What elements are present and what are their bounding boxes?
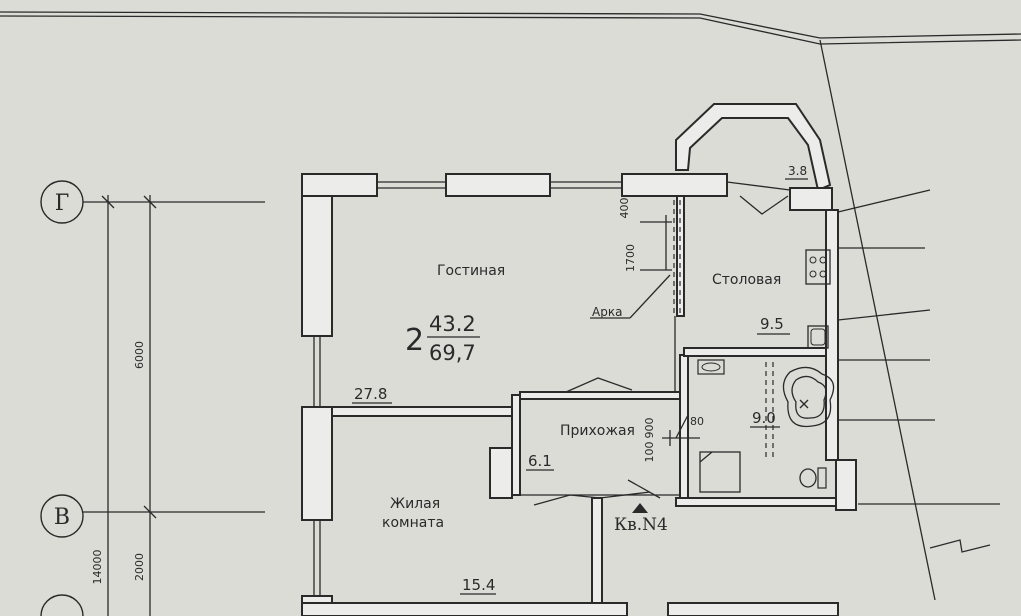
apartment-living-area: 43.2 — [429, 312, 476, 336]
wall-bottom — [301, 602, 628, 616]
room-living-area: 27.8 — [354, 385, 387, 403]
entrance-arrow-icon — [632, 503, 648, 513]
kitchen-sink-icon — [807, 325, 829, 349]
neighbour-outline — [837, 189, 1000, 553]
apartment-summary: 2 43.2 69,7 — [405, 312, 480, 365]
doors — [533, 195, 789, 506]
room-bedroom-area: 15.4 — [462, 576, 495, 594]
dimension-400: 400 — [618, 198, 631, 219]
room-dining: Столовая 9.5 — [712, 272, 790, 335]
wall-hall-niche — [489, 447, 513, 499]
axis-v: В — [40, 494, 265, 538]
dimension-900: 900 — [643, 418, 656, 439]
wall-left-upper — [301, 173, 333, 337]
apartment-title: Кв.N4 — [614, 515, 668, 535]
room-bedroom: Жилая комната 15.4 — [382, 496, 496, 595]
wall-top-1 — [301, 173, 378, 197]
bathroom-fixtures — [697, 359, 835, 493]
dimension-1700: 1700 — [624, 244, 637, 272]
wall-top-3 — [621, 173, 728, 197]
axis-g-label: Г — [55, 191, 70, 216]
room-dining-name: Столовая — [712, 272, 781, 288]
wall-top-2 — [445, 173, 551, 197]
wall-left-middle — [301, 406, 333, 521]
wall-hall-left — [511, 394, 521, 496]
wall-dining-bath — [683, 347, 827, 357]
dimension-80: 80 — [690, 415, 704, 428]
dimension-2000: 2000 — [133, 553, 146, 581]
wall-top-4 — [789, 187, 833, 211]
wall-living-hall — [519, 391, 681, 400]
bathtub-icon — [782, 366, 835, 428]
axis-v-bubble — [40, 494, 84, 538]
wall-right-upper — [825, 209, 839, 461]
room-bedroom-name-1: Жилая — [390, 496, 440, 512]
axis-bubble-partial — [40, 594, 84, 616]
interior-walls — [331, 195, 837, 604]
toilet-icon — [799, 468, 817, 488]
external-walls — [301, 173, 857, 616]
wall-right-lower — [835, 459, 857, 511]
room-bathroom-area: 9.0 — [752, 409, 776, 427]
room-living: Гостиная 27.8 — [352, 263, 505, 404]
apartment-total-area: 69,7 — [429, 341, 476, 365]
room-hall: Прихожая 6.1 — [526, 423, 635, 471]
dimension-6000: 6000 — [133, 341, 146, 369]
wall-bath-bottom — [675, 497, 837, 507]
wall-bottom-right — [667, 602, 839, 616]
axis-g: Г — [40, 180, 265, 224]
wall-bedroom-right — [591, 497, 603, 604]
dimension-14000: 14000 — [91, 550, 104, 585]
arch-label: Арка — [592, 305, 622, 319]
drawing-border — [0, 11, 1021, 601]
stove-icon — [805, 249, 831, 285]
arch: Арка 400 1700 — [590, 198, 681, 392]
room-dining-area: 9.5 — [760, 315, 784, 333]
room-living-name: Гостиная — [437, 263, 505, 279]
balcony-area: 3.8 — [788, 164, 807, 178]
axis-v-label: В — [54, 505, 70, 530]
apartment-rooms-count: 2 — [405, 323, 424, 358]
room-hall-name: Прихожая — [560, 423, 635, 439]
apartment-title-group: Кв.N4 — [614, 503, 668, 535]
room-hall-area: 6.1 — [528, 452, 552, 470]
hall-dimensions: 900 100 80 — [643, 414, 704, 463]
dimension-100: 100 — [643, 442, 656, 463]
washbasin-icon — [697, 359, 725, 375]
kitchen-fixtures — [805, 249, 831, 349]
shower-icon — [699, 451, 741, 493]
vertical-dimensions: 6000 14000 2000 — [91, 195, 157, 616]
room-bedroom-name-2: комната — [382, 515, 444, 531]
wall-living-bedroom — [331, 406, 513, 417]
room-bathroom: 9.0 — [750, 409, 780, 428]
